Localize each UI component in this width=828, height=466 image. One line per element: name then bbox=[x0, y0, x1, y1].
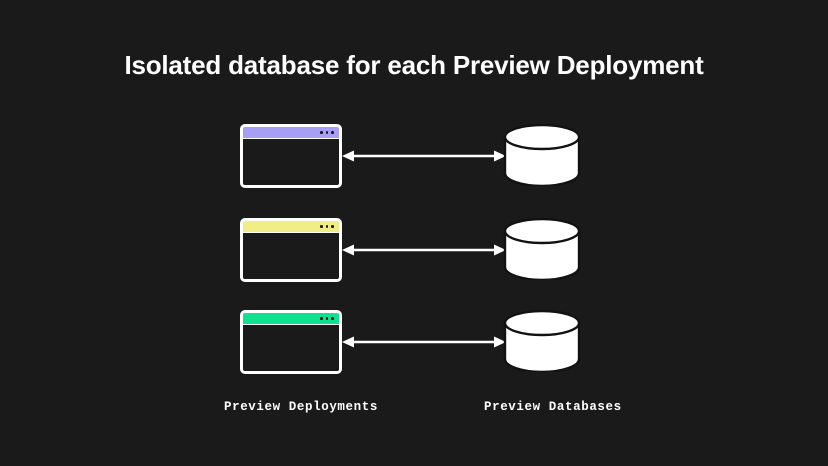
diagram-row-3 bbox=[0, 306, 828, 386]
window-titlebar-1 bbox=[243, 127, 339, 138]
preview-deployment-window-3[interactable] bbox=[240, 310, 342, 374]
bidirectional-arrow-3 bbox=[340, 332, 508, 352]
window-viewport-1 bbox=[243, 139, 339, 185]
preview-database-2 bbox=[502, 217, 582, 282]
bidirectional-arrow-1 bbox=[340, 146, 508, 166]
caption-preview-databases: Preview Databases bbox=[484, 400, 622, 414]
diagram-row-1 bbox=[0, 120, 828, 200]
window-dots-icon-2 bbox=[320, 221, 334, 232]
window-dots-icon-3 bbox=[320, 313, 334, 324]
window-titlebar-3 bbox=[243, 313, 339, 324]
diagram-row-2 bbox=[0, 214, 828, 294]
preview-deployment-window-1[interactable] bbox=[240, 124, 342, 188]
preview-deployment-window-2[interactable] bbox=[240, 218, 342, 282]
window-titlebar-2 bbox=[243, 221, 339, 232]
bidirectional-arrow-2 bbox=[340, 240, 508, 260]
window-viewport-2 bbox=[243, 233, 339, 279]
preview-database-1 bbox=[502, 123, 582, 188]
window-viewport-3 bbox=[243, 325, 339, 371]
caption-preview-deployments: Preview Deployments bbox=[224, 400, 378, 414]
window-dots-icon-1 bbox=[320, 127, 334, 138]
page-title: Isolated database for each Preview Deplo… bbox=[124, 50, 704, 80]
preview-database-3 bbox=[502, 309, 582, 374]
